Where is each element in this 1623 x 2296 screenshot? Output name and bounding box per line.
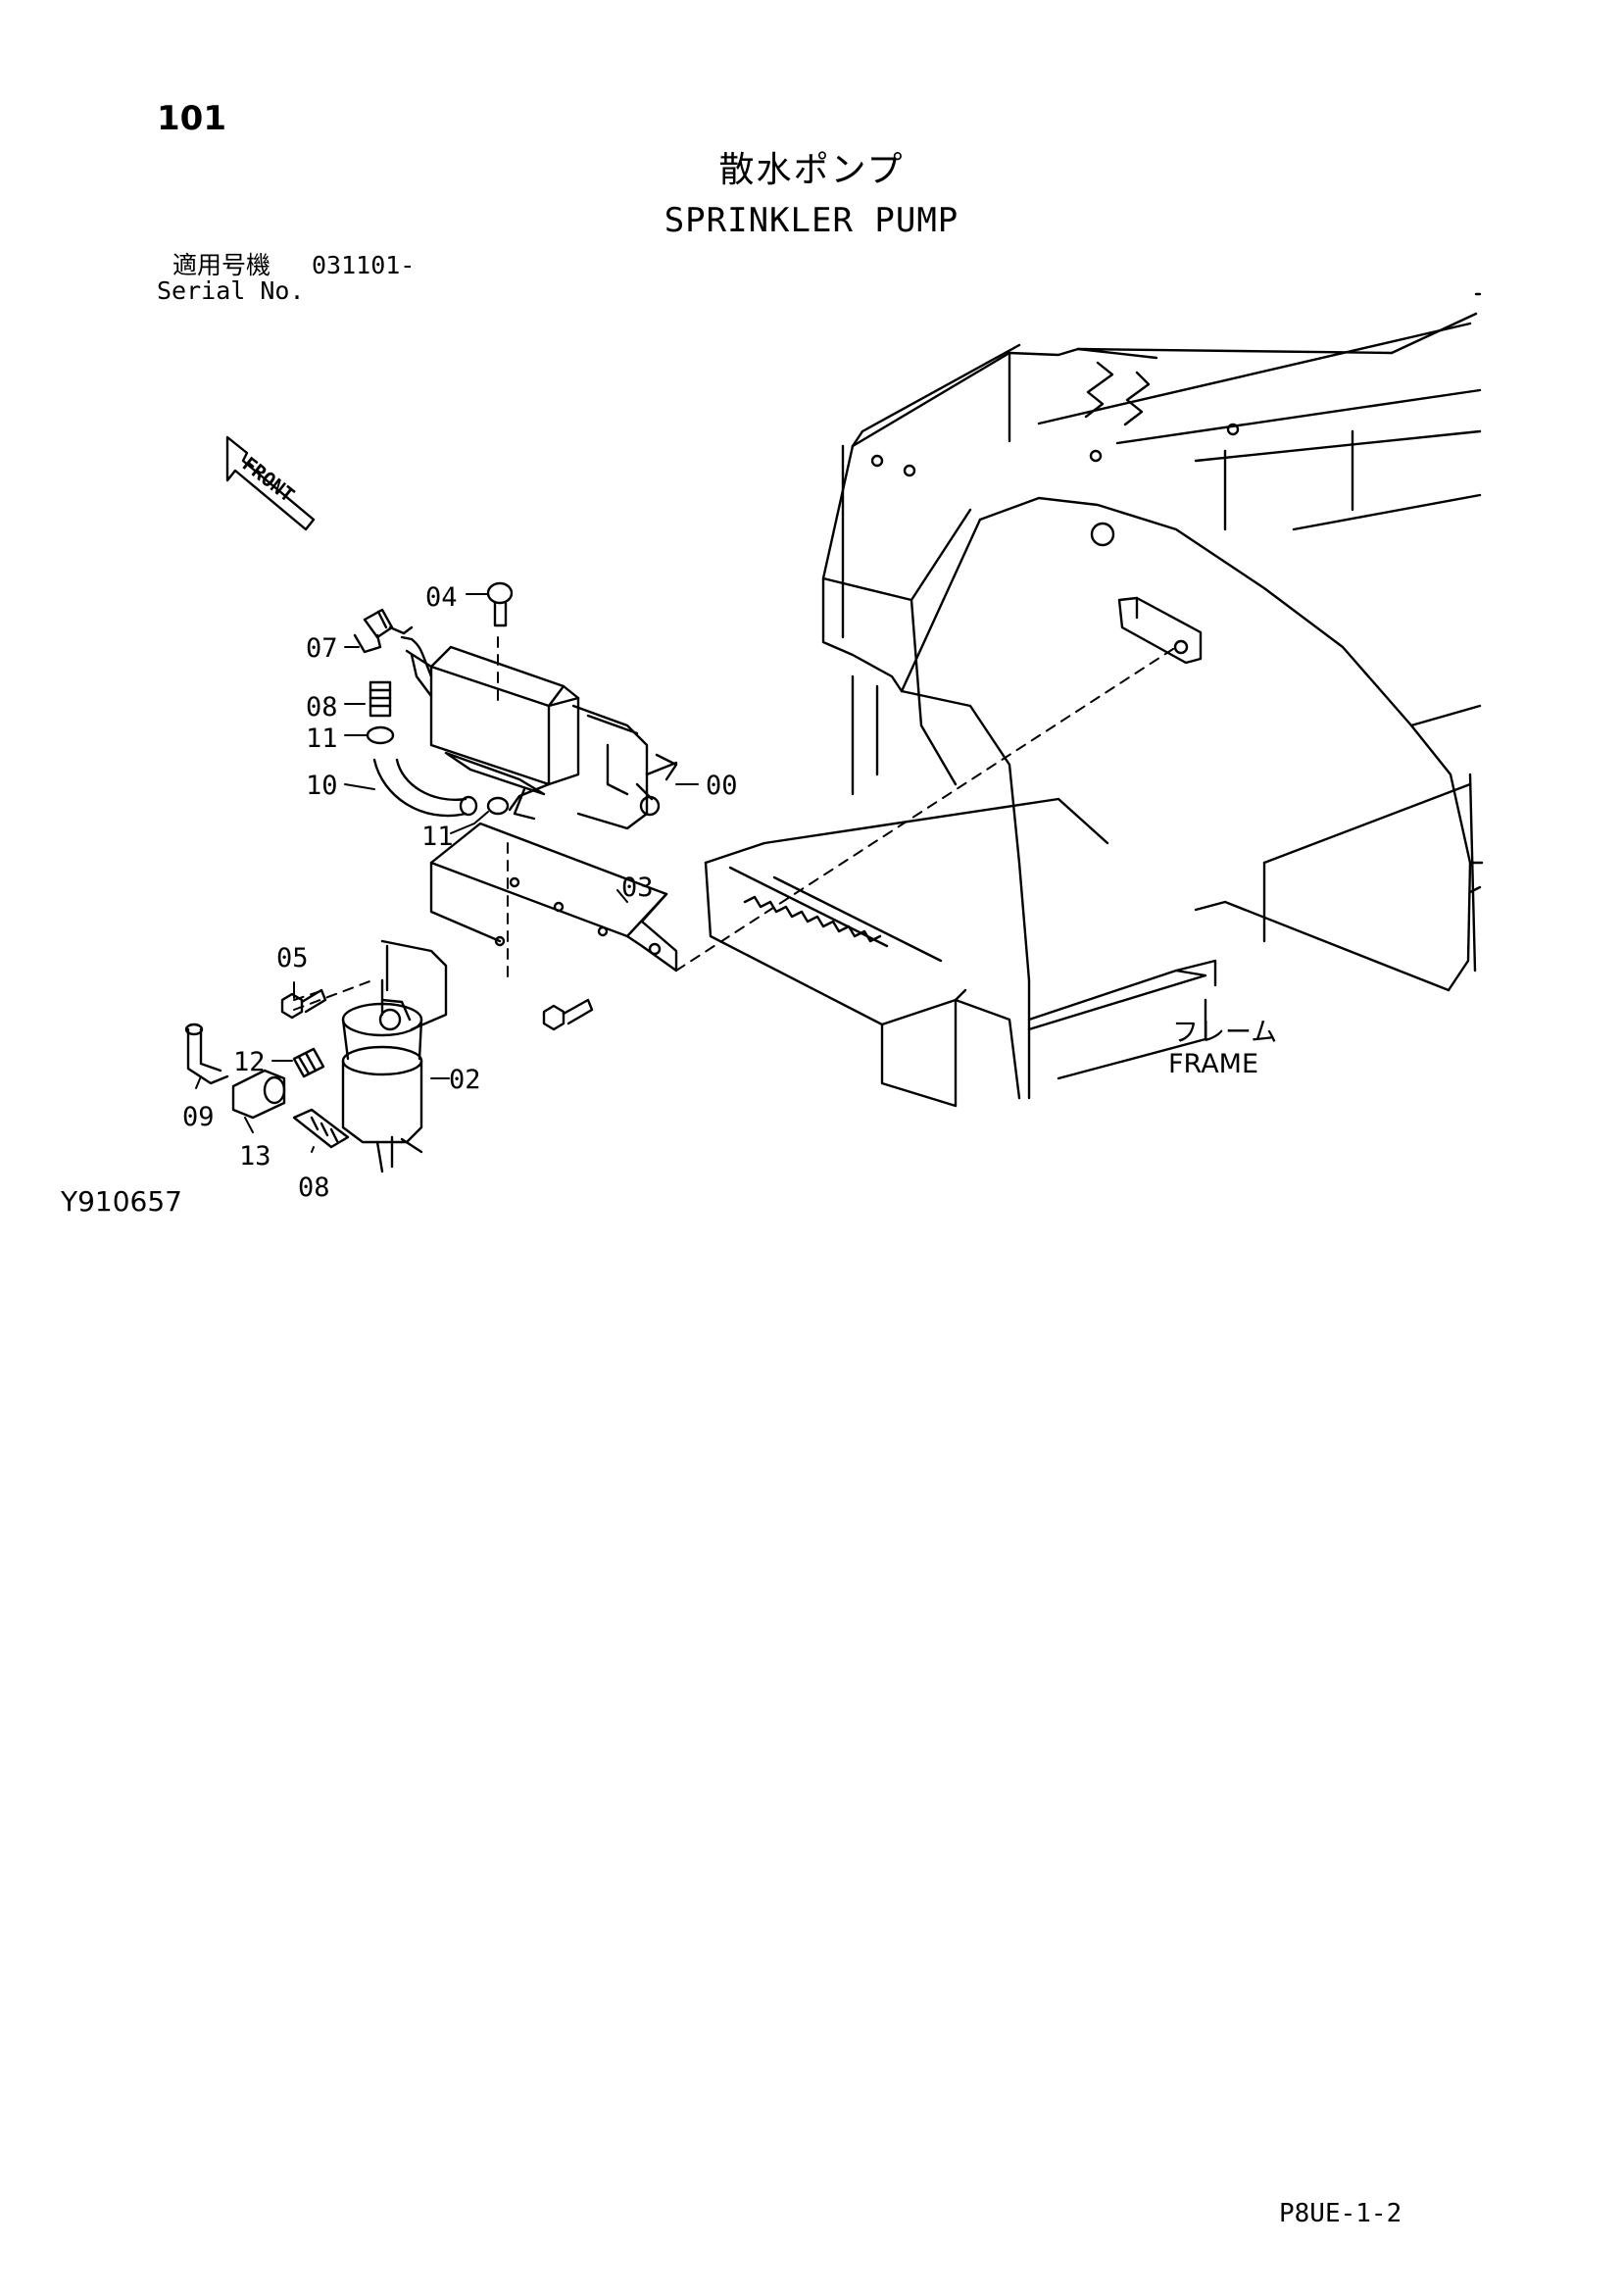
screw-04 — [486, 581, 514, 627]
serial-value: 031101- — [312, 251, 416, 279]
callout-07: 07 — [306, 633, 338, 664]
hose-10 — [372, 758, 478, 818]
callout-10: 10 — [306, 771, 338, 801]
page-title-japanese: 散水ポンプ — [718, 150, 905, 190]
callout-08-bottom: 08 — [298, 1173, 330, 1203]
page-number: 101 — [157, 99, 226, 138]
page-title-english: SPRINKLER PUMP — [664, 201, 959, 240]
fitting-08-top — [369, 680, 392, 718]
callout-00: 00 — [706, 771, 738, 801]
document-code: P8UE-1-2 — [1279, 2199, 1402, 2228]
sprinkler-pump — [400, 635, 678, 830]
drawing-id: Y910657 — [61, 1185, 182, 1218]
serial-label-english: Serial No. — [157, 276, 305, 305]
callout-11-bottom: 11 — [421, 822, 454, 852]
frame — [704, 292, 1484, 1108]
switch-07 — [353, 608, 414, 654]
bolt-03 — [542, 998, 594, 1031]
fitting-08-bottom — [292, 1108, 350, 1149]
elbow-09 — [184, 1023, 229, 1085]
tee-13 — [231, 1069, 286, 1120]
clamp-11-top — [366, 725, 395, 745]
serial-label-japanese: 適用号機 — [172, 251, 271, 279]
callout-08-top: 08 — [306, 692, 338, 723]
callout-11-top: 11 — [306, 724, 338, 754]
front-arrow-icon: FRONT — [225, 435, 316, 531]
callout-03: 03 — [621, 873, 654, 903]
bracket — [429, 822, 678, 973]
callout-09: 09 — [182, 1102, 215, 1132]
callout-13: 13 — [239, 1141, 271, 1172]
parts-diagram: FRONT — [184, 292, 1484, 1173]
bolt-05 — [280, 988, 327, 1020]
frame-label-english: FRAME — [1168, 1049, 1259, 1079]
filter-assembly — [341, 939, 448, 1173]
callout-12: 12 — [233, 1047, 266, 1077]
callout-04: 04 — [425, 582, 458, 613]
callout-05: 05 — [276, 943, 309, 973]
leader-lines — [195, 593, 699, 1153]
clamp-11-bottom — [486, 796, 510, 816]
frame-label-japanese: フレーム — [1172, 1018, 1278, 1048]
callout-02: 02 — [449, 1065, 481, 1095]
fitting-12 — [292, 1047, 325, 1078]
